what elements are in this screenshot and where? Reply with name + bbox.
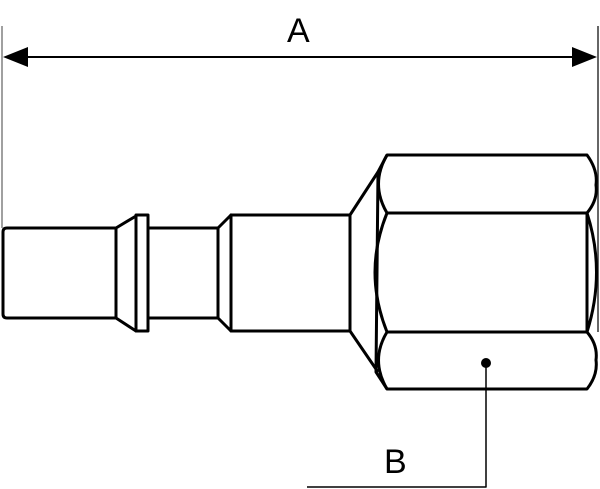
plug-nose xyxy=(1,226,118,320)
arrowhead-right xyxy=(572,47,597,67)
hex-lower-flat xyxy=(377,330,587,390)
neck xyxy=(146,226,220,320)
body-cone xyxy=(216,213,233,333)
callout-dot-b xyxy=(481,358,491,368)
body xyxy=(229,213,352,333)
hex-chamfer xyxy=(348,171,380,373)
dimension-label-a: A xyxy=(287,12,310,50)
callout-leader-b xyxy=(307,363,487,488)
hex-nut-outline xyxy=(374,153,598,391)
callout-label-b: B xyxy=(384,443,407,481)
arrowhead-left xyxy=(3,47,28,67)
hex-middle-flat xyxy=(373,212,598,333)
flange xyxy=(134,213,150,333)
hex-upper-flat xyxy=(377,154,587,215)
nose-cone xyxy=(115,214,138,333)
